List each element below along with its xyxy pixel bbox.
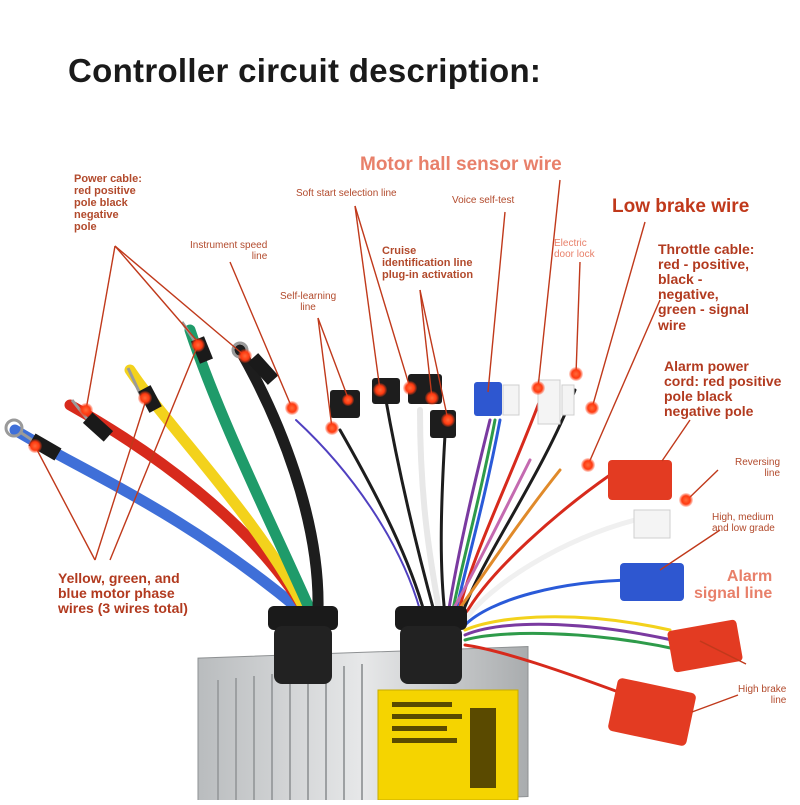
label-instrument-speed: Instrument speed line <box>190 240 268 262</box>
label-motor-hall: Motor hall sensor wire <box>360 154 562 175</box>
label-power-cable: Power cable: red positive pole black neg… <box>74 173 142 233</box>
label-throttle-cable: Throttle cable: red - positive, black - … <box>658 241 755 333</box>
callout-markers <box>28 338 693 507</box>
label-phase-wires: Yellow, green, and blue motor phase wire… <box>58 570 188 617</box>
label-cruise: Cruise identification line plug-in activ… <box>382 245 474 281</box>
label-low-brake: Low brake wire <box>612 196 750 217</box>
label-alarm-signal: Alarm signal line <box>694 568 773 603</box>
connectors <box>330 374 743 746</box>
label-alarm-power: Alarm power cord: red positive pole blac… <box>664 358 782 420</box>
label-self-learning: Self-learning line <box>280 291 337 313</box>
label-high-medium-low: High, medium and low grade <box>712 512 775 534</box>
label-electric-door-lock: Electric door lock <box>554 238 595 260</box>
label-reversing: Reversing line <box>735 457 781 479</box>
label-voice-self-test: Voice self-test <box>452 195 515 206</box>
signal-wire-bundle <box>338 388 682 702</box>
phase-and-power-wires <box>9 324 421 616</box>
cable-glands <box>268 606 467 684</box>
controller-housing <box>197 646 529 805</box>
page-title: Controller circuit description: <box>68 52 542 89</box>
label-soft-start: Soft start selection line <box>296 188 397 199</box>
leader-lines <box>34 179 747 713</box>
label-high-brake: High brake line <box>738 684 787 706</box>
